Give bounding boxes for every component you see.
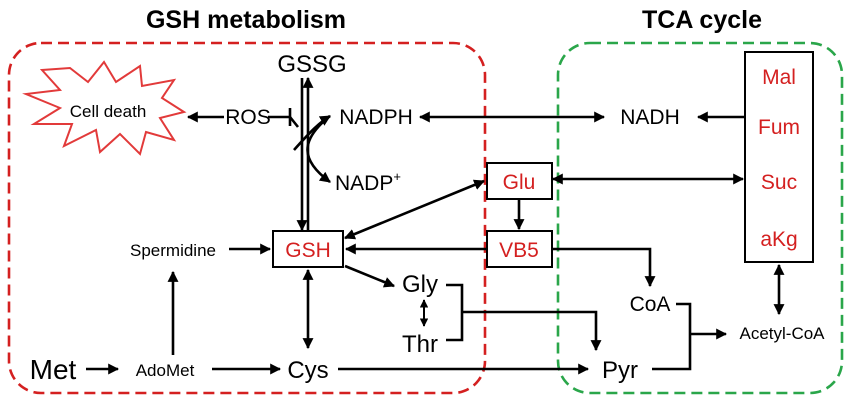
mal-label: Mal — [762, 66, 796, 89]
tca-cycle-title: TCA cycle — [642, 6, 762, 34]
adomet-label: AdoMet — [136, 361, 195, 380]
fum-label: Fum — [758, 116, 800, 139]
cell-death-label: Cell death — [70, 102, 147, 121]
spermidine-label: Spermidine — [130, 241, 216, 260]
edge-vb5-to-coa — [553, 247, 656, 288]
edge-gsh-to-gly — [344, 264, 396, 288]
met-label: Met — [30, 354, 77, 385]
nadp-base: NADP — [335, 172, 393, 195]
acetyl-coa-label: Acetyl-CoA — [739, 324, 825, 343]
gssg-label: GSSG — [277, 51, 346, 78]
cell-death-burst-icon — [22, 60, 187, 156]
edge-gsh-glu — [343, 179, 486, 240]
nadph-label: NADPH — [339, 106, 413, 129]
cys-label: Cys — [287, 357, 328, 384]
edge-bracket-to-pyr — [462, 310, 602, 352]
vb5-label: VB5 — [499, 239, 539, 262]
edge-coa-branch — [652, 302, 692, 371]
vb5-box — [486, 230, 553, 268]
glu-box — [486, 162, 553, 200]
gsh-box — [272, 230, 344, 268]
nadh-label: NADH — [620, 106, 680, 129]
suc-label: Suc — [761, 171, 797, 194]
edge-nadph-curve-top — [293, 114, 331, 151]
ros-label: ROS — [225, 106, 271, 129]
gsh-metabolism-title: GSH metabolism — [146, 6, 346, 34]
edge-gly-bracket — [446, 283, 464, 342]
nadp-label: NADP+ — [335, 169, 401, 195]
gsh-label: GSH — [285, 239, 331, 262]
coa-label: CoA — [630, 293, 671, 316]
nadp-superscript: + — [393, 169, 401, 184]
tca-metabolites-box — [744, 51, 814, 263]
glu-label: Glu — [503, 171, 536, 194]
pyr-label: Pyr — [602, 357, 638, 384]
gly-label: Gly — [402, 271, 438, 298]
thr-label: Thr — [402, 331, 438, 358]
akg-label: aKg — [760, 228, 797, 251]
tca-cycle-region — [556, 41, 844, 395]
edge-ros-inhibition — [268, 115, 300, 128]
